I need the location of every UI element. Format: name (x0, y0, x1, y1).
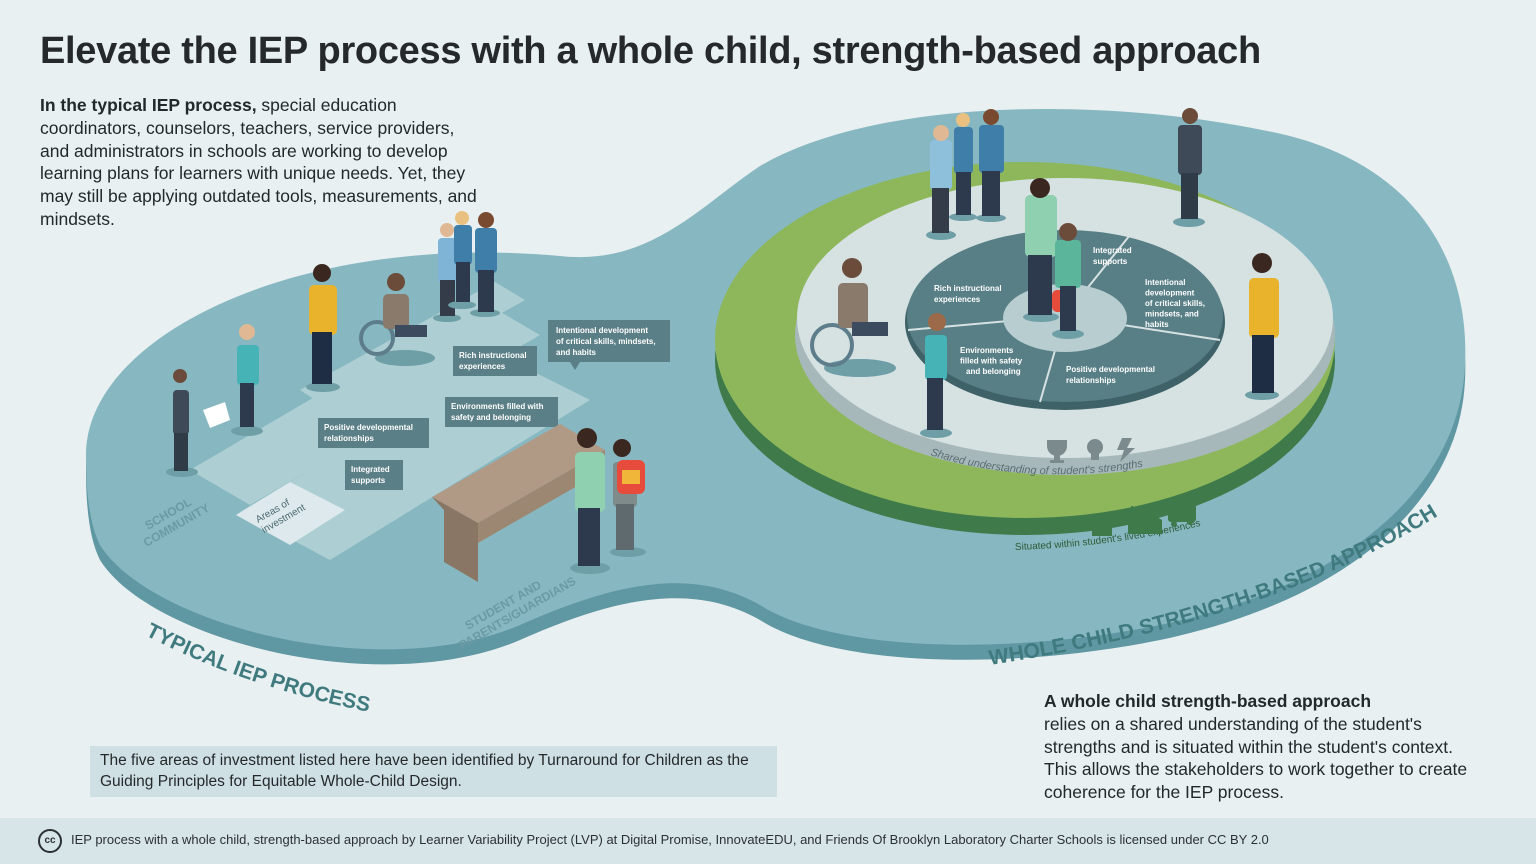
typical-people (166, 211, 646, 574)
person-typical-7 (470, 212, 500, 317)
bus-icon (1168, 504, 1196, 527)
person-whole-9 (1245, 253, 1279, 400)
lightning-icon (1117, 438, 1135, 462)
page-title: Elevate the IEP process with a whole chi… (40, 30, 1261, 72)
creative-commons-icon: cc (38, 829, 62, 853)
person-student-typical (610, 439, 646, 557)
note-box: The five areas of investment listed here… (90, 746, 777, 797)
person-whole-4 (1173, 108, 1205, 227)
person-whole-3 (976, 109, 1006, 222)
person-typical-5 (433, 223, 461, 322)
intro-paragraph: In the typical IEP process, special educ… (40, 94, 480, 231)
house-icon (1088, 513, 1116, 536)
person-wheelchair-whole (810, 258, 896, 377)
intro-text: special education coordinators, counselo… (40, 95, 477, 229)
person-typical-2 (231, 324, 263, 436)
license-text: IEP process with a whole child, strength… (71, 832, 1269, 847)
person-wheelchair-typical (359, 273, 435, 366)
person-parent (570, 428, 610, 574)
person-whole-5 (1023, 178, 1059, 322)
person-typical-1 (166, 369, 230, 477)
person-student-whole (1052, 223, 1084, 339)
person-whole-8 (920, 313, 952, 438)
intro-bold: In the typical IEP process, (40, 95, 257, 115)
trophy-icon (1047, 440, 1067, 463)
whole-people (810, 108, 1279, 438)
license-footer: cc IEP process with a whole child, stren… (0, 818, 1536, 864)
whole-child-description: A whole child strength-based approach re… (1044, 690, 1484, 804)
person-typical-3 (306, 264, 340, 392)
person-whole-1 (926, 125, 956, 240)
person-typical-6 (448, 211, 476, 309)
whole-child-body: relies on a shared understanding of the … (1044, 713, 1468, 803)
desk (432, 424, 605, 582)
whole-child-heading: A whole child strength-based approach (1044, 691, 1372, 711)
person-whole-2 (949, 113, 977, 221)
lightbulb-icon (1087, 439, 1103, 460)
church-icon (1128, 506, 1162, 534)
areas-of-investment-band (236, 482, 345, 545)
